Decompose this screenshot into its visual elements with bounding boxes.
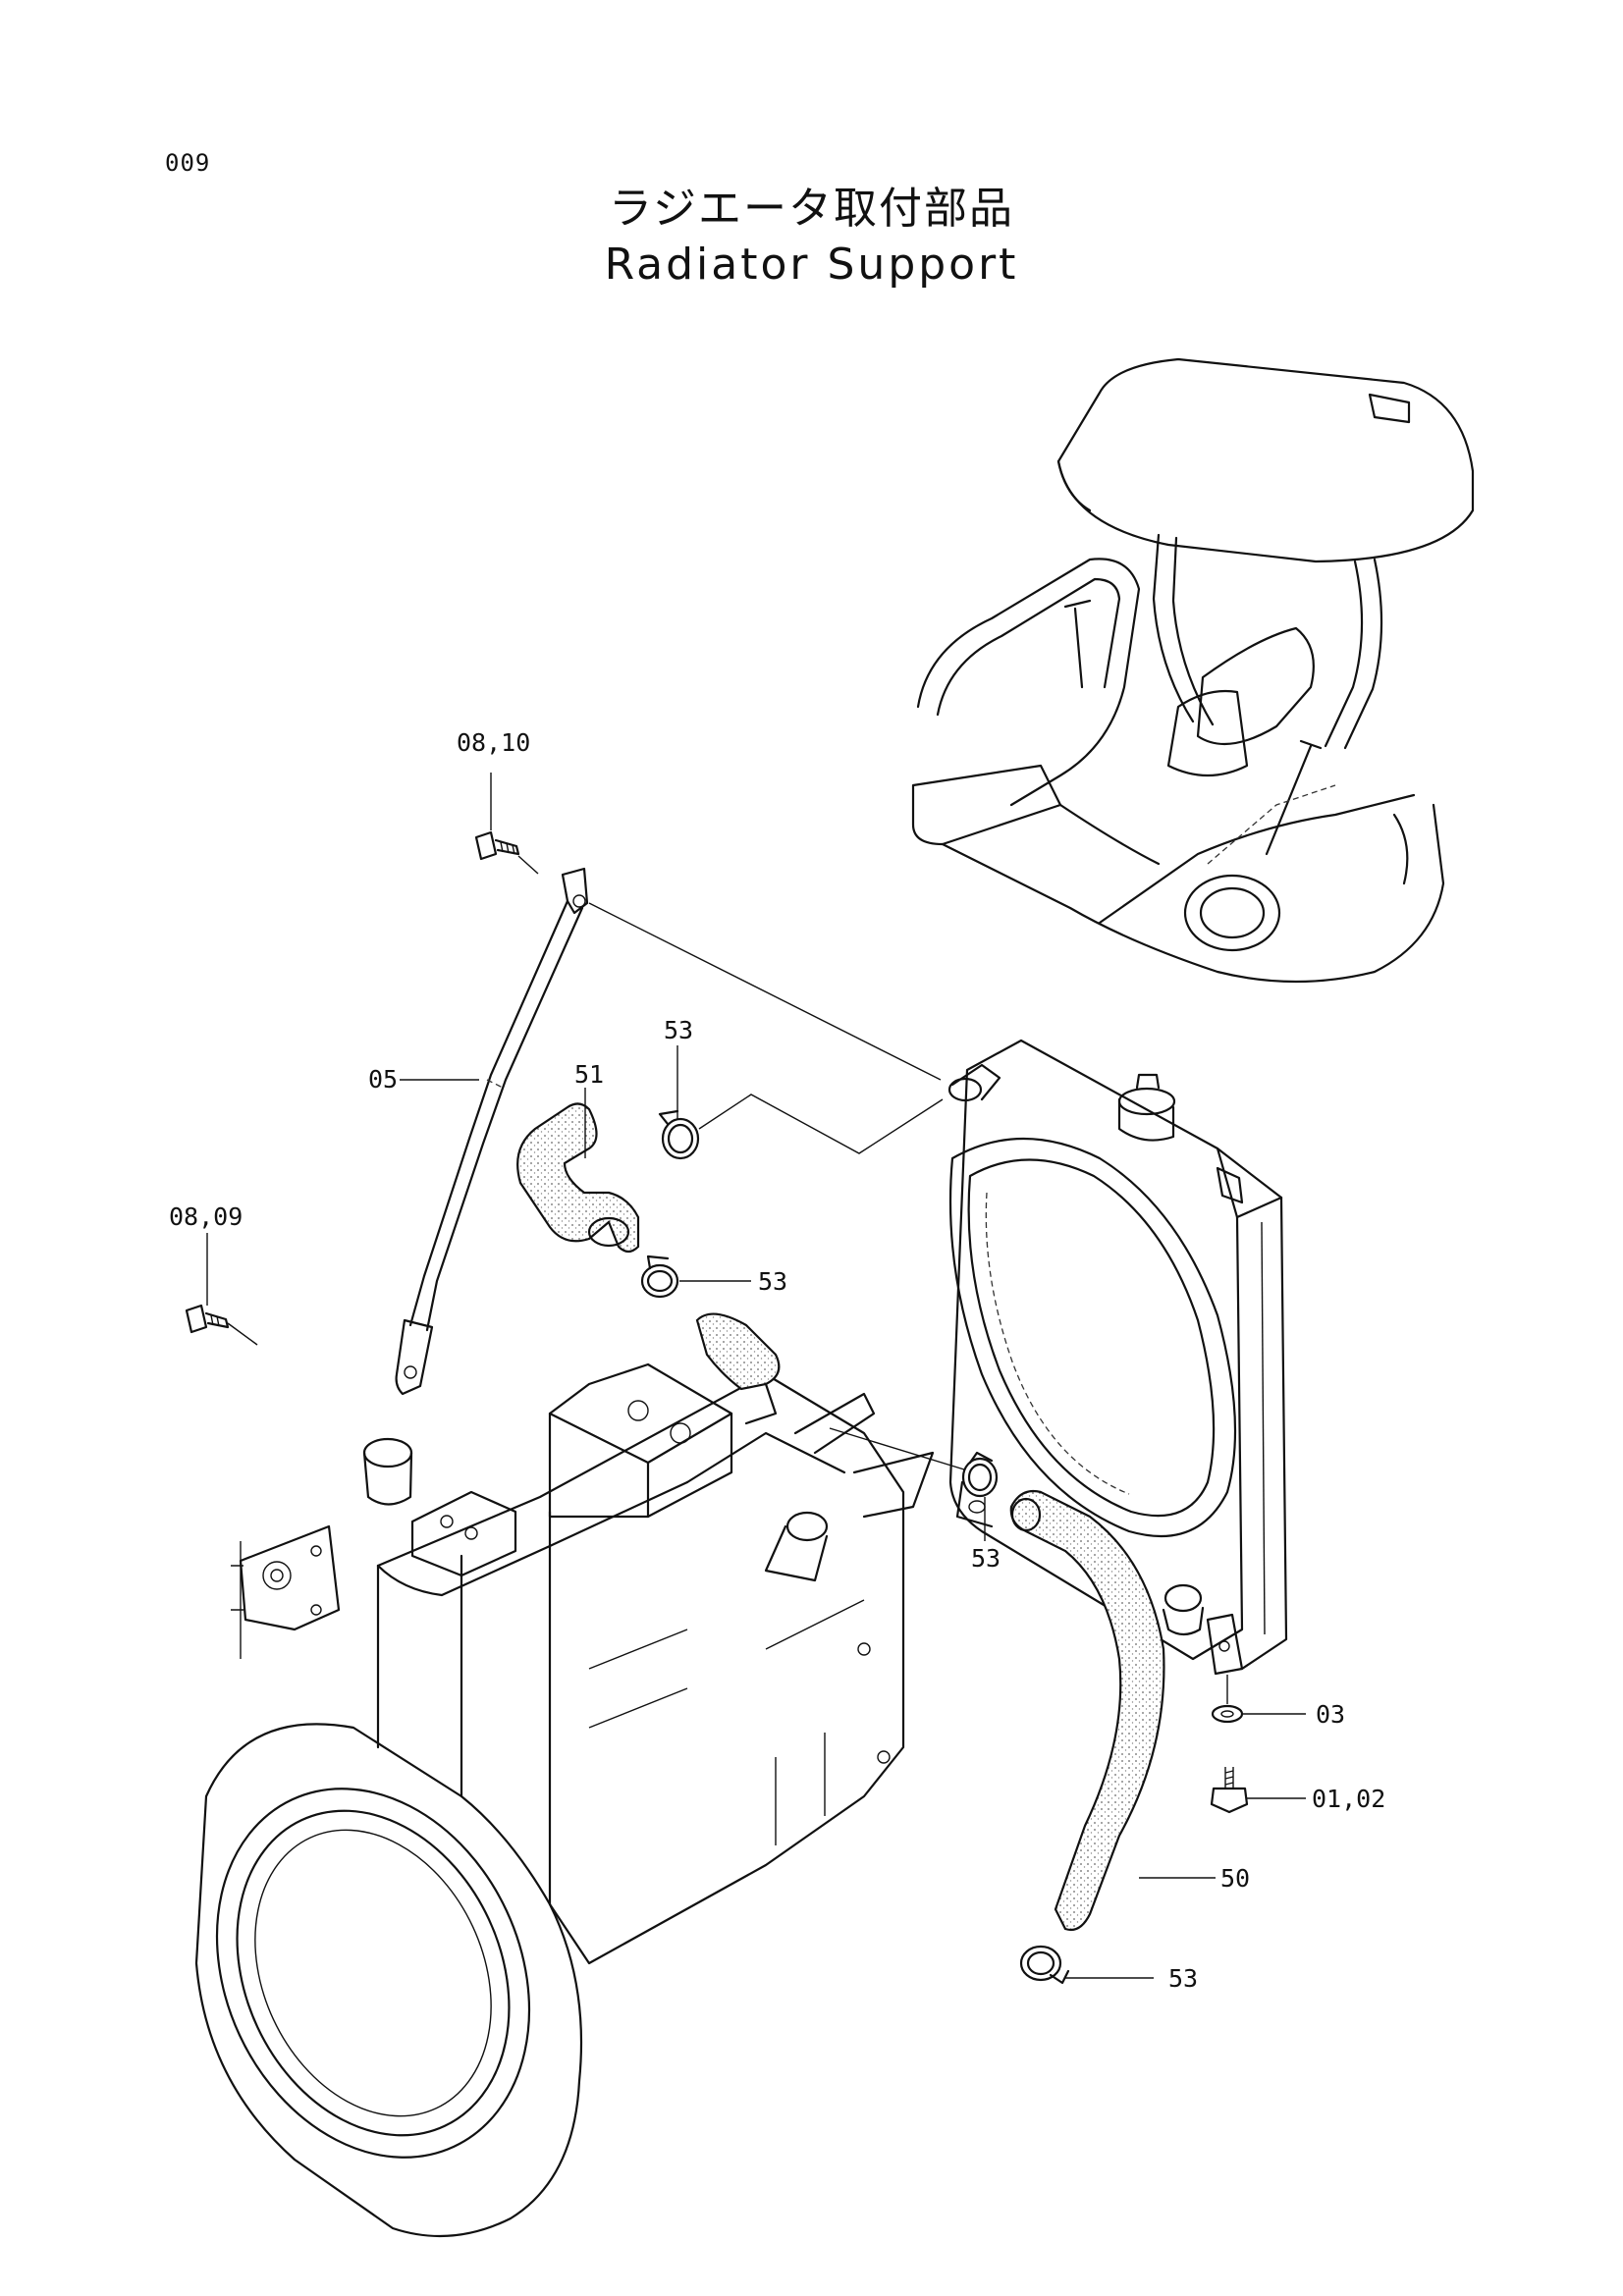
bolt-08-10	[474, 830, 520, 861]
hose-clamp-53-top	[658, 1109, 700, 1160]
page-title-japanese: ラジエータ取付部品	[608, 184, 1015, 234]
bolt-08-09	[185, 1304, 230, 1334]
washer-03	[1211, 1704, 1244, 1724]
machine-overview-illustration	[911, 357, 1475, 984]
radiator-stay-rod	[395, 867, 589, 1396]
callout-53-lower: 53	[971, 1544, 1001, 1573]
hose-clamp-53-middle	[640, 1255, 679, 1299]
callout-03: 03	[1316, 1700, 1345, 1729]
bolt-01-02	[1210, 1767, 1249, 1814]
callout-labels: 08,10 05 51 53 53 08,09 53 03 01,02 50 5…	[169, 728, 1385, 1993]
callout-53-bottom: 53	[1168, 1964, 1198, 1993]
hose-clamp-53-bottom	[1019, 1945, 1070, 1985]
callout-50: 50	[1220, 1864, 1250, 1893]
engine-illustration	[194, 1312, 935, 2238]
radiator-illustration	[947, 1039, 1288, 1676]
callout-08-10: 08,10	[457, 728, 530, 757]
page-title-english: Radiator Support	[604, 240, 1019, 290]
callout-53-top: 53	[664, 1016, 693, 1044]
callout-53-middle: 53	[758, 1267, 787, 1296]
lower-hose-50	[1009, 1489, 1165, 1932]
callout-01-02: 01,02	[1312, 1785, 1385, 1813]
callout-05: 05	[368, 1065, 398, 1094]
leader-lines	[206, 773, 1306, 1979]
hose-clamp-53-lower	[961, 1451, 999, 1498]
upper-hose-51	[516, 1102, 640, 1254]
callout-51: 51	[574, 1060, 604, 1089]
page-number: 009	[165, 149, 211, 177]
callout-08-09: 08,09	[169, 1202, 243, 1231]
